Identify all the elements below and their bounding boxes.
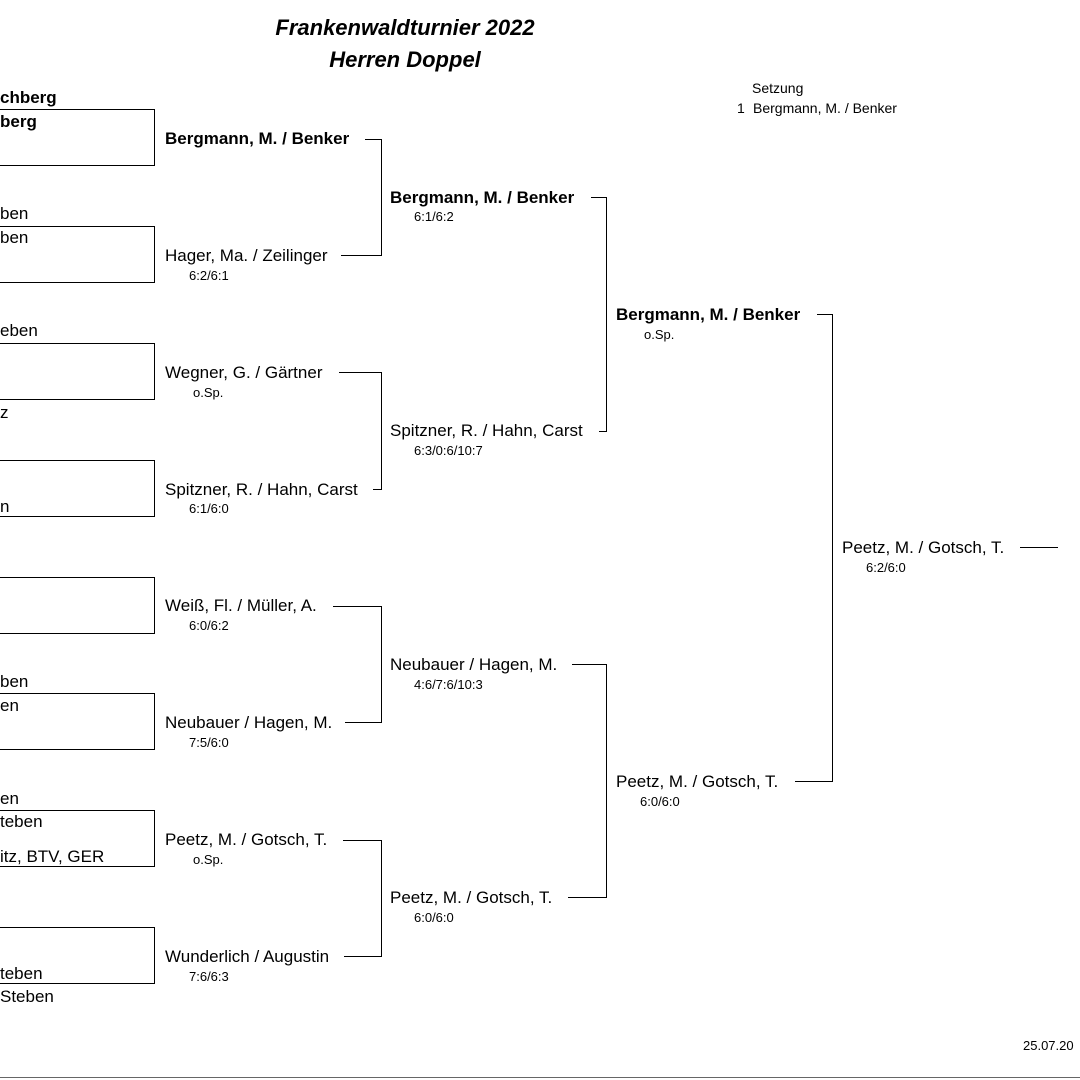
bracket-line xyxy=(572,664,607,665)
entry-text: Steben xyxy=(0,987,54,1006)
bracket-line xyxy=(606,197,607,432)
entry-box-7 xyxy=(0,810,155,867)
print-date: 25.07.20 xyxy=(1023,1038,1074,1053)
entry-text: n xyxy=(0,497,10,516)
round1-team-6: Neubauer / Hagen, M. xyxy=(165,713,333,732)
round2-team-4: Peetz, M. / Gotsch, T. xyxy=(390,888,553,907)
entry-text: berg xyxy=(0,112,37,131)
bracket-line xyxy=(365,139,382,140)
entry-box-6 xyxy=(0,693,155,750)
entry-box-5 xyxy=(0,577,155,634)
bracket-line xyxy=(333,606,382,607)
bracket-line xyxy=(343,840,382,841)
seed-team-name: Bergmann, M. / Benker xyxy=(753,100,897,116)
seed-number: 1 xyxy=(737,100,745,116)
final-winner: Peetz, M. / Gotsch, T. xyxy=(842,538,1005,557)
round1-score-4: 6:1/6:0 xyxy=(189,501,229,516)
bracket-line xyxy=(381,606,382,723)
round2-team-1: Bergmann, M. / Benker xyxy=(390,188,575,207)
final-score: 6:2/6:0 xyxy=(866,560,906,575)
round2-score-2: 6:3/0:6/10:7 xyxy=(414,443,483,458)
bracket-line xyxy=(606,664,607,898)
round1-team-5: Weiß, Fl. / Müller, A. xyxy=(165,596,317,615)
entry-box-4 xyxy=(0,460,155,517)
round2-score-4: 6:0/6:0 xyxy=(414,910,454,925)
bracket-line xyxy=(599,431,607,432)
bracket-line xyxy=(832,314,833,782)
round2-score-3: 4:6/7:6/10:3 xyxy=(414,677,483,692)
tournament-title: Frankenwaldturnier 2022 xyxy=(275,15,535,40)
semifinal-score-2: 6:0/6:0 xyxy=(640,794,680,809)
round1-team-2: Hager, Ma. / Zeilinger xyxy=(165,246,328,265)
seeding-label: Setzung xyxy=(752,80,804,96)
bracket-line xyxy=(345,722,382,723)
round1-score-6: 7:5/6:0 xyxy=(189,735,229,750)
bracket-line xyxy=(344,956,382,957)
bracket-line xyxy=(817,314,833,315)
semifinal-score-1: o.Sp. xyxy=(644,327,675,342)
footer-rule xyxy=(0,1077,1080,1078)
semifinal-team-2: Peetz, M. / Gotsch, T. xyxy=(616,772,779,791)
winner-line xyxy=(1020,547,1058,548)
round1-score-5: 6:0/6:2 xyxy=(189,618,229,633)
bracket-line xyxy=(381,840,382,957)
semifinal-team-1: Bergmann, M. / Benker xyxy=(616,305,801,324)
entry-text: ben xyxy=(0,228,29,247)
round1-score-8: 7:6/6:3 xyxy=(189,969,229,984)
round1-team-8: Wunderlich / Augustin xyxy=(165,947,330,966)
bracket-line xyxy=(381,372,382,490)
round1-team-3: Wegner, G. / Gärtner xyxy=(165,363,323,382)
entry-text: teben xyxy=(0,812,43,831)
competition-subtitle: Herren Doppel xyxy=(329,47,481,72)
round2-team-3: Neubauer / Hagen, M. xyxy=(390,655,558,674)
round2-team-2: Spitzner, R. / Hahn, Carst xyxy=(390,421,583,440)
round1-score-3: o.Sp. xyxy=(193,385,224,400)
bracket-line xyxy=(341,255,382,256)
bracket-line xyxy=(591,197,607,198)
entry-text: z xyxy=(0,403,9,422)
entry-text: teben xyxy=(0,964,43,983)
entry-text: chberg xyxy=(0,88,57,107)
bracket-line xyxy=(568,897,607,898)
round1-team-7: Peetz, M. / Gotsch, T. xyxy=(165,830,328,849)
entry-text: ben xyxy=(0,204,29,223)
entry-box-1 xyxy=(0,109,155,166)
round1-score-7: o.Sp. xyxy=(193,852,224,867)
entry-box-3 xyxy=(0,343,155,400)
round1-score-2: 6:2/6:1 xyxy=(189,268,229,283)
round1-team-4: Spitzner, R. / Hahn, Carst xyxy=(165,480,358,499)
bracket-line xyxy=(381,139,382,256)
entry-text: ben xyxy=(0,672,29,691)
entry-text: en xyxy=(0,789,19,808)
round1-team-1: Bergmann, M. / Benker xyxy=(165,129,350,148)
bracket-line xyxy=(373,489,382,490)
round2-score-1: 6:1/6:2 xyxy=(414,209,454,224)
entry-text: eben xyxy=(0,321,38,340)
entry-text: itz, BTV, GER xyxy=(0,847,105,866)
bracket-line xyxy=(795,781,833,782)
entry-box-8 xyxy=(0,927,155,984)
entry-box-2 xyxy=(0,226,155,283)
bracket-line xyxy=(339,372,382,373)
entry-text: en xyxy=(0,696,19,715)
